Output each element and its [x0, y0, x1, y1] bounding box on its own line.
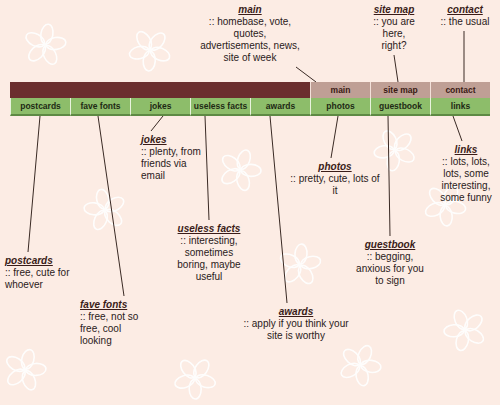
callout-heading: photos: [290, 160, 380, 173]
maroon-bar: [10, 82, 310, 98]
callout: links:: lots, lots, lots, some interesti…: [437, 143, 495, 204]
nav-tab: jokes: [130, 98, 190, 116]
callout-heading: site map: [373, 3, 415, 16]
callout-text: :: you are here, right?: [373, 16, 415, 52]
leader-lines: [28, 31, 464, 303]
callout-text: :: apply if you think your site is worth…: [240, 318, 352, 342]
tab-label: site map: [383, 85, 418, 95]
flower-decoration: [0, 20, 495, 405]
callout-text: :: lots, lots, lots, some interesting, s…: [437, 156, 495, 204]
nav-tab: site map: [370, 82, 430, 98]
callout: contact:: the usual: [433, 3, 497, 28]
tab-label: jokes: [150, 101, 172, 111]
tab-label: fave fonts: [80, 101, 120, 111]
nav-tab: photos: [310, 98, 370, 116]
callout: guestbook:: begging, anxious for you to …: [352, 238, 428, 287]
callout-heading: postcards: [5, 254, 71, 267]
callout-text: :: interesting, sometimes boring, maybe …: [173, 235, 245, 283]
callout-heading: awards: [240, 305, 352, 318]
callout: awards:: apply if you think your site is…: [240, 305, 352, 342]
callout-text: :: homebase, vote, quotes, advertisement…: [200, 16, 300, 64]
callout-text: :: plenty, from friends via email: [141, 146, 203, 182]
tab-label: guestbook: [379, 101, 422, 111]
callout: useless facts:: interesting, sometimes b…: [173, 222, 245, 283]
callout: photos:: pretty, cute, lots of it: [290, 160, 380, 197]
callout-text: :: begging, anxious for you to sign: [352, 251, 428, 287]
nav-tab: postcards: [10, 98, 70, 116]
callout-text: :: the usual: [433, 16, 497, 28]
callout: site map:: you are here, right?: [373, 3, 415, 52]
tab-label: main: [331, 85, 351, 95]
callout-heading: fave fonts: [80, 298, 154, 311]
callout-heading: jokes: [141, 133, 203, 146]
tab-label: awards: [266, 101, 295, 111]
callout: main:: homebase, vote, quotes, advertise…: [200, 3, 300, 64]
nav-tab: guestbook: [370, 98, 430, 116]
callout-text: :: free, cute for whoever: [5, 267, 71, 291]
nav-tab: contact: [430, 82, 490, 98]
callout-heading: links: [437, 143, 495, 156]
tab-label: links: [451, 101, 470, 111]
tab-label: useless facts: [194, 101, 247, 111]
nav-tab: links: [430, 98, 490, 116]
nav-tab: main: [310, 82, 370, 98]
callout-heading: useless facts: [173, 222, 245, 235]
callout: jokes:: plenty, from friends via email: [141, 133, 203, 182]
tab-label: postcards: [20, 101, 61, 111]
callout: postcards:: free, cute for whoever: [5, 254, 71, 291]
callout-heading: guestbook: [352, 238, 428, 251]
callout: fave fonts:: free, not so free, cool loo…: [80, 298, 154, 347]
nav-tab: awards: [250, 98, 310, 116]
callout-heading: contact: [433, 3, 497, 16]
callout-text: :: pretty, cute, lots of it: [290, 173, 380, 197]
callout-text: :: free, not so free, cool looking: [80, 311, 154, 347]
tab-label: contact: [445, 85, 475, 95]
nav-tab: fave fonts: [70, 98, 130, 116]
nav-tab: useless facts: [190, 98, 250, 116]
callout-heading: main: [200, 3, 300, 16]
tab-label: photos: [326, 101, 354, 111]
